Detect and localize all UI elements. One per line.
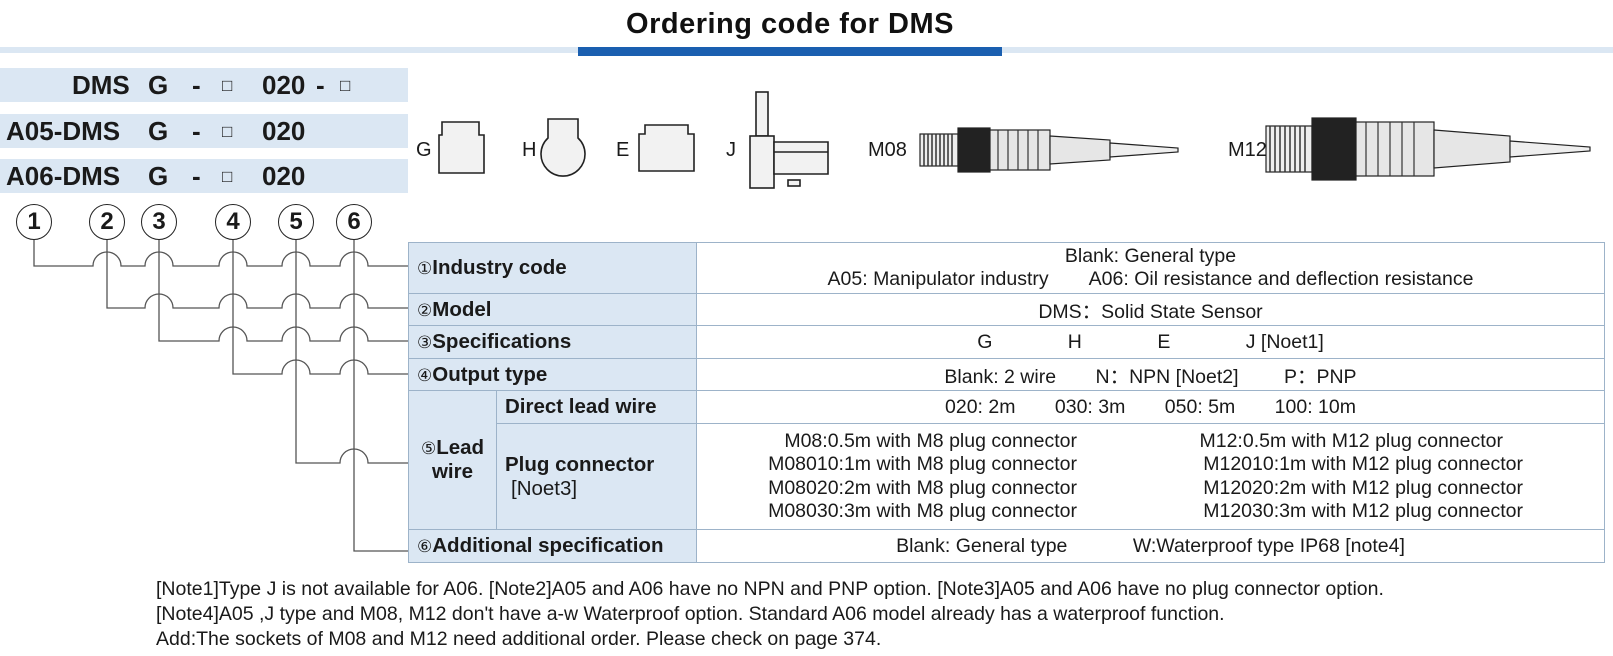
code-spec: G [148, 116, 169, 146]
position-6-marker: 6 [336, 204, 372, 240]
output-npn: N：NPN [Noet2] [1095, 366, 1239, 388]
code-row-dms: DMS G - □ 020 - □ [0, 68, 408, 102]
spec-table: ①Industry code Blank: General type A05: … [408, 242, 1605, 563]
position-4-marker: 4 [215, 204, 251, 240]
m08-connector-icon [919, 127, 1179, 173]
output-pnp: P：PNP [1283, 366, 1357, 388]
plug-connector-header: Plug connector [Noet3] [496, 423, 697, 530]
position-5-marker: 5 [278, 204, 314, 240]
code-spec: G [148, 161, 169, 191]
code-dash: - [192, 70, 201, 100]
note-line: [Note4]A05 ,J type and M08, M12 don't ha… [156, 603, 1225, 625]
table-row: ③Specifications G H E J [Noet1] [408, 325, 1605, 359]
additional-blank: Blank: General type [896, 534, 1068, 557]
spec-e: E [1157, 330, 1171, 353]
plug-option: M08:0.5m with M8 plug connector [784, 429, 1077, 452]
plug-option: M12:0.5m with M12 plug connector [1199, 429, 1504, 452]
additional-waterproof: W:Waterproof type IP68 [note4] [1132, 534, 1405, 557]
industry-a06: A06: Oil resistance and deflection resis… [1088, 268, 1474, 290]
plug-connector-note: [Noet3] [511, 476, 578, 500]
notes: [Note1]Type J is not available for A06. … [156, 577, 1384, 652]
lead-050: 050: 5m [1164, 395, 1236, 418]
industry-a05: A05: Manipulator industry [827, 268, 1049, 290]
table-row: ⑤Lead wire Direct lead wire 020: 2m 030:… [408, 390, 1605, 530]
position-3-marker: 3 [141, 204, 177, 240]
table-row: Plug connector [Noet3] M08:0.5m with M8 … [409, 423, 1605, 530]
position-1-marker: 1 [16, 204, 52, 240]
note-line: [Note1]Type J is not available for A06. … [156, 578, 1384, 600]
type-m12-label: M12 [1228, 139, 1267, 161]
specifications-values: G H E J [Noet1] [696, 325, 1605, 359]
table-row: ①Industry code Blank: General type A05: … [408, 242, 1605, 294]
plug-option: M08010:1m with M8 plug connector [768, 453, 1077, 475]
plug-option: M12020:2m with M12 plug connector [1203, 476, 1523, 499]
code-box: □ [222, 167, 233, 186]
plug-option: M12030:3m with M12 plug connector [1203, 500, 1523, 522]
note-line: Add:The sockets of M08 and M12 need addi… [156, 628, 882, 650]
type-j-icon [749, 91, 829, 189]
code-dash: - [192, 161, 201, 191]
type-m08-label: M08 [868, 139, 907, 161]
type-h-icon [540, 118, 586, 177]
position-2-marker: 2 [89, 204, 125, 240]
code-row-a06: A06-DMS G - □ 020 [0, 159, 408, 193]
type-e-icon [638, 124, 695, 172]
output-type-values: Blank: 2 wire N：NPN [Noet2] P：PNP [696, 358, 1605, 391]
spec-g: G [977, 330, 993, 353]
code-prefix: A05-DMS [6, 116, 121, 146]
code-length: 020 [262, 70, 306, 100]
plug-option: M08020:2m with M8 plug connector [768, 476, 1077, 499]
code-length: 020 [262, 161, 306, 191]
title-accent-bar [578, 47, 1002, 56]
type-h-label: H [522, 139, 537, 161]
type-g-label: G [416, 139, 432, 161]
model-header: ②Model [408, 293, 697, 326]
code-spec: G [148, 70, 169, 100]
industry-code-values: Blank: General type A05: Manipulator ind… [696, 242, 1605, 294]
code-dash: - [316, 70, 325, 100]
code-prefix: A06-DMS [6, 161, 121, 191]
page-title: Ordering code for DMS [626, 8, 954, 40]
model-value: DMS：Solid State Sensor [696, 293, 1605, 326]
additional-spec-values: Blank: General type W:Waterproof type IP… [696, 529, 1605, 563]
type-g-icon [438, 121, 485, 174]
direct-lead-wire-header: Direct lead wire [496, 390, 697, 424]
table-row: ②Model DMS：Solid State Sensor [408, 293, 1605, 326]
lead-100: 100: 10m [1274, 395, 1356, 418]
code-row-a05: A05-DMS G - □ 020 [0, 114, 408, 148]
code-dash: - [192, 116, 201, 146]
lead-wire-header: ⑤Lead wire [408, 390, 497, 530]
code-box: □ [222, 122, 233, 141]
output-blank: Blank: 2 wire [944, 366, 1057, 388]
code-prefix: DMS [72, 70, 130, 100]
spec-h: H [1067, 330, 1082, 353]
lead-030: 030: 3m [1054, 395, 1126, 418]
additional-spec-header: ⑥Additional specification [408, 529, 697, 563]
code-box: □ [340, 76, 351, 95]
table-row: ④Output type Blank: 2 wire N：NPN [Noet2]… [408, 358, 1605, 391]
m12-connector-icon [1265, 117, 1591, 181]
lead-020: 020: 2m [945, 395, 1016, 418]
spec-j: J [Noet1] [1245, 330, 1324, 353]
industry-blank: Blank: General type [1064, 245, 1237, 267]
plug-option: M12010:1m with M12 plug connector [1203, 453, 1523, 475]
plug-option: M08030:3m with M8 plug connector [768, 500, 1077, 522]
specifications-header: ③Specifications [408, 325, 697, 359]
type-j-label: J [726, 139, 736, 161]
code-box: □ [222, 76, 233, 95]
direct-lead-wire-values: 020: 2m 030: 3m 050: 5m 100: 10m [696, 390, 1605, 424]
plug-connector-values: M08:0.5m with M8 plug connector M08010:1… [696, 423, 1605, 530]
code-length: 020 [262, 116, 306, 146]
output-type-header: ④Output type [408, 358, 697, 391]
table-row: ⑥Additional specification Blank: General… [408, 529, 1605, 563]
industry-code-header: ①Industry code [408, 242, 697, 294]
type-e-label: E [616, 139, 630, 161]
